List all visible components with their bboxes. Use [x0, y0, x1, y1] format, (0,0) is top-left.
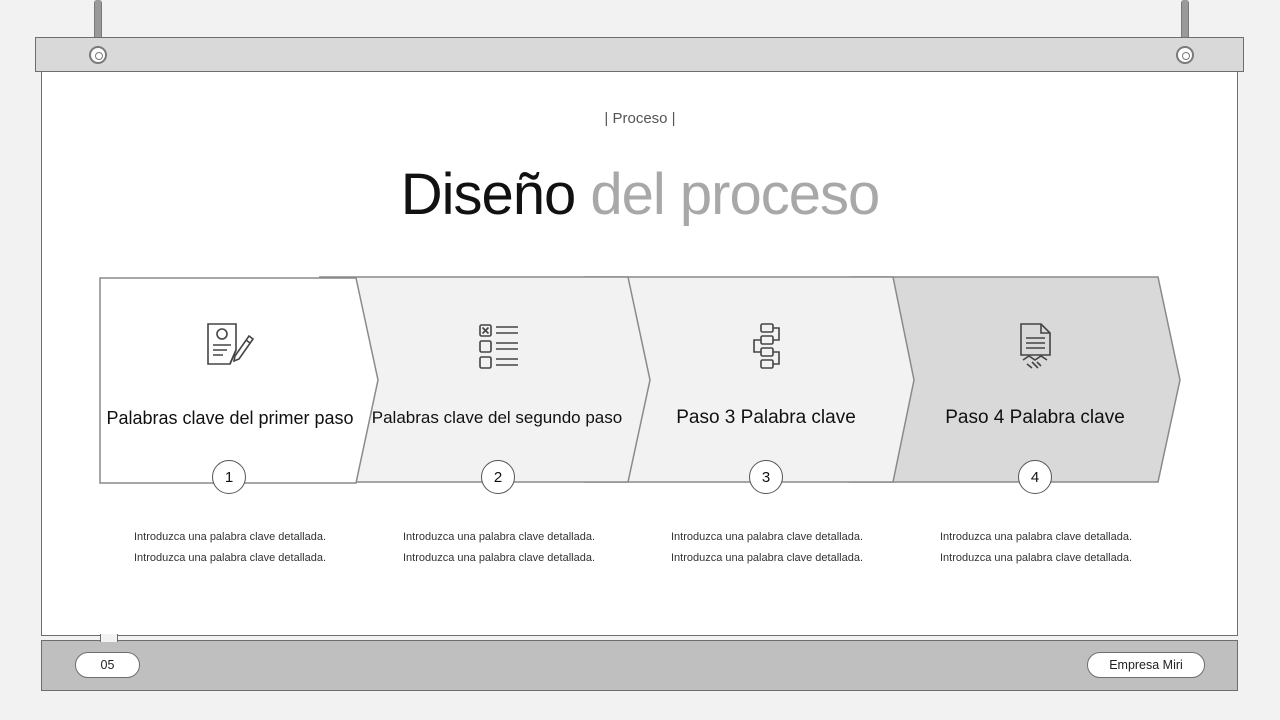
section-kicker: | Proceso | [604, 110, 676, 127]
step-4-desc-line-2: Introduzca una palabra clave detallada. [939, 552, 1133, 564]
chevron-step-1 [99, 277, 379, 484]
step-2-label: Palabras clave del segundo paso [371, 408, 623, 427]
page-number: 05 [75, 652, 140, 678]
step-1-label: Palabras clave del primer paso [106, 408, 354, 428]
step-1-number: 1 [212, 460, 246, 494]
step-4-number: 4 [1018, 460, 1052, 494]
document-edit-icon [205, 321, 255, 371]
contract-handshake-icon [1018, 322, 1054, 372]
title-light: del proceso [590, 162, 880, 227]
step-3-desc-line-2: Introduzca una palabra clave detallada. [670, 552, 864, 564]
hook-left [89, 46, 107, 64]
hanger-rod-left [94, 0, 102, 52]
company-name: Empresa Miri [1087, 652, 1205, 678]
step-1-desc-line-1: Introduzca una palabra clave detallada. [133, 531, 327, 543]
step-4-description: Introduzca una palabra clave detallada. … [916, 527, 1156, 569]
checklist-icon [477, 323, 521, 371]
step-1-desc-line-2: Introduzca una palabra clave detallada. [133, 552, 327, 564]
step-2-description: Introduzca una palabra clave detallada. … [379, 527, 619, 569]
step-2-desc-line-1: Introduzca una palabra clave detallada. [402, 531, 596, 543]
footer-bar [41, 640, 1238, 691]
hanger-bar [35, 37, 1244, 72]
hanger-rod-right [1181, 0, 1189, 52]
hook-right [1176, 46, 1194, 64]
step-4-desc-line-1: Introduzca una palabra clave detallada. [939, 531, 1133, 543]
step-3-number: 3 [749, 460, 783, 494]
step-4-label: Paso 4 Palabra clave [945, 407, 1125, 428]
step-3-description: Introduzca una palabra clave detallada. … [647, 527, 887, 569]
step-2-desc-line-2: Introduzca una palabra clave detallada. [402, 552, 596, 564]
page-title: Diseño del proceso [0, 160, 1280, 230]
step-1-description: Introduzca una palabra clave detallada. … [110, 527, 350, 569]
step-3-label: Paso 3 Palabra clave [676, 407, 856, 428]
step-2-number: 2 [481, 460, 515, 494]
step-3-desc-line-1: Introduzca una palabra clave detallada. [670, 531, 864, 543]
title-dark: Diseño [400, 162, 577, 227]
flowchart-icon [750, 322, 784, 372]
panel-notch [100, 634, 118, 642]
